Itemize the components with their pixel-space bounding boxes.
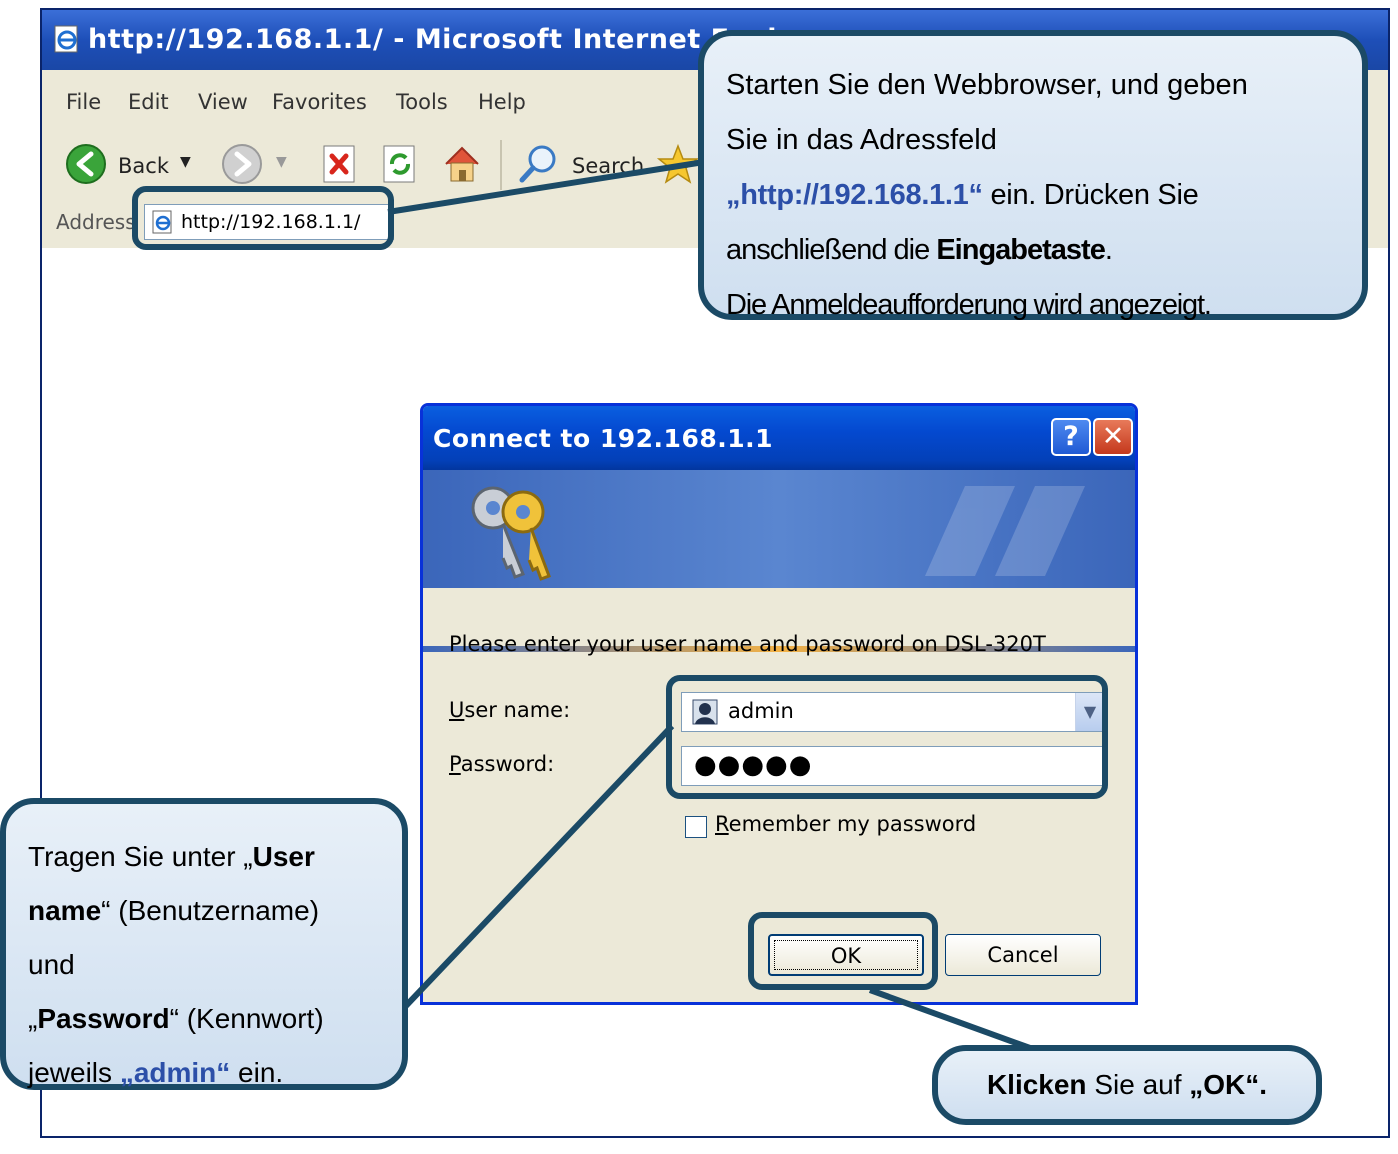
login-dialog: Connect to 192.168.1.1 ? ✕ Please enter …	[420, 403, 1138, 1005]
chevron-down-icon[interactable]: ▼	[1075, 693, 1104, 731]
user-icon	[692, 699, 718, 725]
forward-dropdown-icon[interactable]: ▼	[276, 154, 287, 170]
credentials-highlight-box	[666, 675, 1108, 799]
dialog-banner	[423, 470, 1135, 652]
address-highlight-box	[132, 186, 394, 250]
callout-left-line2: name“ (Benutzername)	[28, 895, 320, 926]
cancel-button[interactable]: Cancel	[945, 934, 1101, 976]
callout-left-line5: jeweils „admin“ ein.	[28, 1057, 284, 1088]
connector-address	[387, 159, 705, 215]
password-input[interactable]: ●●●●●	[681, 746, 1105, 786]
callout-top-line1: Starten Sie den Webbrowser, und geben	[726, 69, 1248, 101]
remember-password-label[interactable]: Remember my password	[715, 812, 977, 836]
stop-icon[interactable]	[318, 142, 362, 186]
back-button-label[interactable]: Back	[118, 154, 169, 178]
callout-open-browser: Starten Sie den Webbrowser, und geben Si…	[698, 30, 1368, 321]
callout-top-line5: Die Anmeldeaufforderung wird angezeigt.	[726, 289, 1212, 321]
callout-left-line1: Tragen Sie unter „User	[28, 841, 315, 872]
username-combobox[interactable]: admin ▼	[681, 692, 1105, 732]
address-input[interactable]: http://192.168.1.1/	[144, 204, 394, 240]
remember-password-checkbox[interactable]	[685, 816, 707, 838]
address-label: Address	[56, 210, 136, 234]
username-value: admin	[728, 699, 794, 723]
dialog-title: Connect to 192.168.1.1	[433, 424, 774, 453]
watermark-keys-icon	[925, 486, 1085, 576]
ok-button-label: OK	[830, 944, 862, 968]
callout-top-line3: „http://192.168.1.1“ ein. Drücken Sie	[726, 179, 1199, 211]
menu-favorites[interactable]: Favorites	[272, 90, 367, 114]
refresh-icon[interactable]	[378, 142, 422, 186]
address-value: http://192.168.1.1/	[181, 211, 361, 233]
callout-top-line2: Sie in das Adressfeld	[726, 124, 997, 156]
username-label: User name:	[449, 698, 571, 722]
callout-credentials: Tragen Sie unter „User name“ (Benutzerna…	[0, 798, 408, 1090]
connector-credentials	[399, 723, 675, 1013]
ie-page-icon	[152, 210, 172, 234]
menu-file[interactable]: File	[66, 90, 102, 114]
close-button[interactable]: ✕	[1093, 418, 1133, 456]
ok-button[interactable]: OK	[768, 934, 924, 976]
help-button[interactable]: ?	[1051, 418, 1091, 456]
password-label: Password:	[449, 752, 555, 776]
callout-top-line4: anschließend die Eingabetaste.	[726, 234, 1113, 266]
menu-help[interactable]: Help	[478, 90, 526, 114]
home-icon[interactable]	[440, 142, 484, 186]
back-dropdown-icon[interactable]: ▼	[180, 154, 191, 170]
callout-left-line4: „Password“ (Kennwort)	[28, 1003, 324, 1034]
callout-click-ok: Klicken Sie auf „OK“.	[932, 1045, 1322, 1125]
menu-tools[interactable]: Tools	[396, 90, 448, 114]
ok-highlight-box	[748, 912, 938, 990]
search-icon[interactable]	[516, 142, 560, 186]
login-prompt: Please enter your user name and password…	[449, 632, 1046, 656]
forward-arrow-icon[interactable]	[220, 142, 264, 186]
menu-edit[interactable]: Edit	[128, 90, 169, 114]
keys-icon	[471, 486, 551, 581]
back-arrow-icon[interactable]	[64, 142, 108, 186]
connector-ok	[868, 987, 1032, 1051]
focus-ring	[774, 940, 918, 970]
toolbar-separator	[500, 140, 502, 190]
banner-accent-strip	[423, 646, 1135, 652]
callout-left-line3: und	[28, 949, 75, 980]
callout-top-url: „http://192.168.1.1“	[726, 179, 983, 211]
menu-view[interactable]: View	[198, 90, 248, 114]
ie-page-icon	[54, 25, 78, 53]
dialog-titlebar: Connect to 192.168.1.1 ? ✕	[423, 406, 1135, 470]
